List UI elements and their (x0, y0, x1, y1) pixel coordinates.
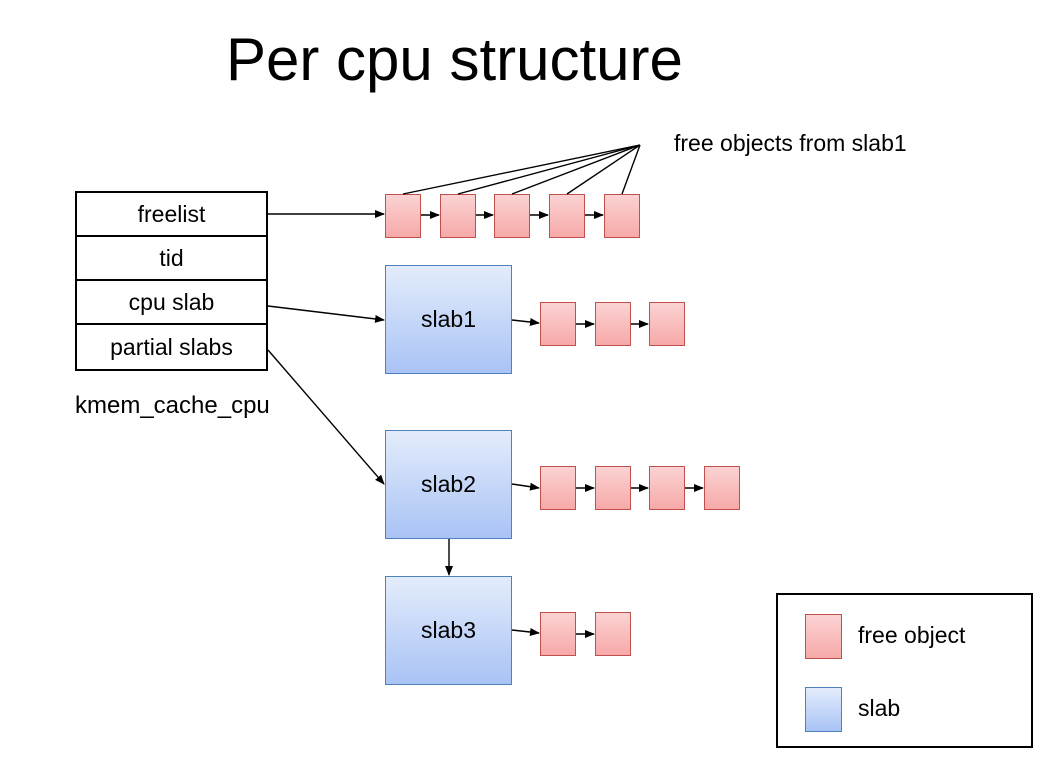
fan-line (457, 144, 641, 195)
freelist-object (494, 194, 530, 238)
slab1-label: slab1 (421, 306, 476, 332)
slab2-free-object (540, 466, 576, 510)
freelist-annotation: free objects from slab1 (674, 130, 907, 156)
cpu-slab-arrow (267, 305, 385, 323)
freelist-object (440, 194, 476, 238)
slab3-free-object (540, 612, 576, 656)
legend-free-object-label: free object (858, 622, 966, 648)
partial-slabs-arrow (267, 349, 385, 485)
page-title: Per cpu structure (226, 26, 683, 93)
fan-line (621, 144, 641, 195)
freelist-object (385, 194, 421, 238)
slab3-object-arrow (511, 628, 540, 636)
freelist-object (604, 194, 640, 238)
slab1-free-object (649, 302, 685, 346)
slab2-object-arrow (511, 482, 540, 491)
field-tid: tid (77, 237, 266, 281)
slab3-free-object (595, 612, 631, 656)
legend-free-object-swatch (805, 614, 842, 659)
field-cpu-slab: cpu slab (77, 281, 266, 325)
slab3-box: slab3 (385, 576, 512, 685)
slab1-box: slab1 (385, 265, 512, 374)
slab3-label: slab3 (421, 617, 476, 643)
fan-line (402, 144, 641, 195)
slab2-free-object (704, 466, 740, 510)
struct-label: kmem_cache_cpu (75, 392, 270, 419)
fan-line (566, 144, 641, 195)
slab2-box: slab2 (385, 430, 512, 539)
slab2-free-object (595, 466, 631, 510)
slab1-object-arrow (511, 318, 540, 326)
freelist-object (549, 194, 585, 238)
legend-slab-label: slab (858, 695, 901, 721)
slab1-free-object (540, 302, 576, 346)
legend-box: free object slab (776, 593, 1033, 748)
fan-line (511, 144, 641, 195)
legend-slab-swatch (805, 687, 842, 732)
kmem-cache-cpu-struct: freelist tid cpu slab partial slabs (75, 191, 268, 371)
slab1-free-object (595, 302, 631, 346)
field-freelist: freelist (77, 193, 266, 237)
slab2-free-object (649, 466, 685, 510)
field-partial-slabs: partial slabs (110, 333, 233, 360)
slab2-label: slab2 (421, 471, 476, 497)
